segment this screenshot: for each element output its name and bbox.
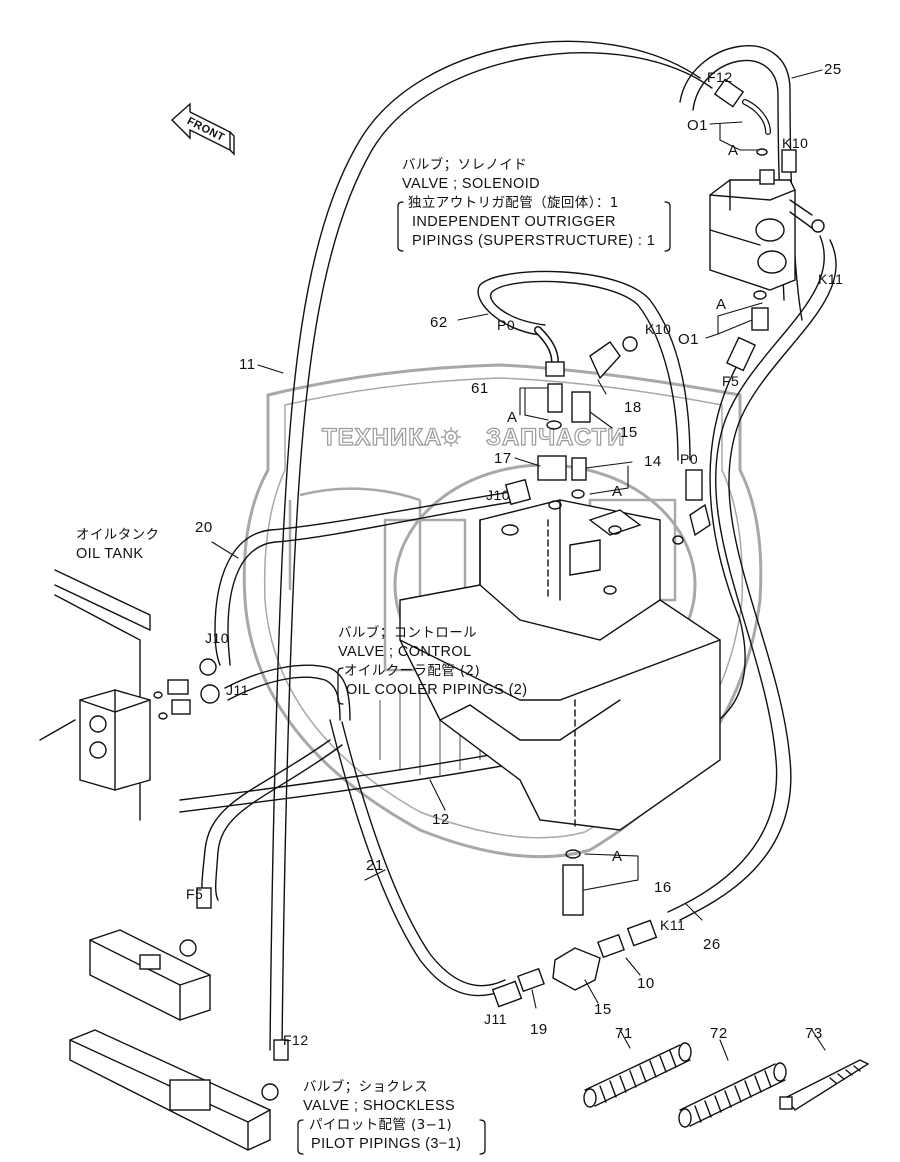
code-k10-mid: K10 (645, 321, 672, 337)
protector-71 (583, 1042, 692, 1108)
note-shockless-en-sub: PILOT PIPINGS (3−1) (311, 1136, 462, 1152)
note-oil-tank-en: OIL TANK (76, 546, 144, 562)
note-shockless-en-title: VALVE ; SHOCKLESS (303, 1098, 456, 1114)
part-number-26: 26 (703, 936, 721, 953)
part-number-21: 21 (366, 857, 384, 874)
code-j11-bottom: J11 (484, 1011, 508, 1027)
note-solenoid-en-title: VALVE ; SOLENOID (402, 176, 541, 192)
note-solenoid-en-sub1: INDEPENDENT OUTRIGGER (412, 214, 616, 230)
part-number-16: 16 (654, 879, 672, 896)
code-f12-bottom: F12 (283, 1032, 309, 1048)
note-shockless-jp-sub: パイロット配管 (3−1) (309, 1117, 453, 1133)
note-solenoid: バルブ；ソレノイド VALVE ; SOLENOID 独立アウトリガ配管（旋回体… (402, 156, 655, 251)
note-control-en-title: VALVE ; CONTROL (338, 644, 472, 660)
code-k11-bottom: K11 (660, 917, 686, 933)
seal-mark-a-solenoid: A (716, 296, 727, 313)
part-number-17: 17 (494, 450, 512, 467)
part-number-18: 18 (624, 399, 642, 416)
note-shockless-jp-title: バルブ；ショクレス (303, 1079, 429, 1095)
part-number-15-top: 15 (620, 424, 638, 441)
note-control-jp-title: バルブ；コントロール (338, 625, 477, 641)
part-number-14: 14 (644, 453, 662, 470)
part-number-62: 62 (430, 314, 448, 331)
part-number-15-bottom: 15 (594, 1001, 612, 1018)
seal-mark-a-top: A (728, 142, 739, 159)
solenoid-valve (709, 169, 825, 291)
note-oil-tank: オイルタンク OIL TANK (76, 526, 159, 564)
protector-72 (678, 1062, 787, 1128)
note-solenoid-en-sub2: PIPINGS (SUPERSTRUCTURE) : 1 (412, 233, 656, 249)
code-j11-left: J11 (226, 682, 250, 698)
part-number-o1-mid: O1 (678, 331, 700, 348)
code-p0-top: P0 (497, 317, 516, 333)
code-f12-top: F12 (707, 69, 733, 85)
watermark-text-left: ТЕХНИКА (321, 423, 443, 451)
seal-mark-a-control: A (612, 483, 623, 500)
part-number-12: 12 (432, 811, 450, 828)
part-number-10: 10 (637, 975, 655, 992)
part-number-20: 20 (195, 519, 213, 536)
seal-mark-a-bottom: A (612, 848, 623, 865)
code-j10-mid: J10 (486, 487, 511, 503)
note-shockless: バルブ；ショクレス VALVE ; SHOCKLESS パイロット配管 (3−1… (303, 1078, 461, 1154)
note-solenoid-jp-sub: 独立アウトリガ配管（旋回体）：1 (408, 195, 619, 211)
code-f5-left: F5 (186, 886, 204, 902)
part-number-71: 71 (615, 1025, 633, 1042)
part-number-o1-top: O1 (687, 117, 709, 134)
note-control: バルブ；コントロール VALVE ; CONTROL オイルクーラ配管 (2) … (338, 624, 528, 700)
code-k10-top: K10 (782, 135, 809, 151)
note-oil-tank-jp: オイルタンク (76, 527, 160, 543)
code-k11-top: K11 (818, 271, 844, 287)
control-valve (399, 499, 721, 831)
part-number-19: 19 (530, 1021, 548, 1038)
seal-mark-a-center: A (507, 409, 518, 426)
watermark-text-right: ЗАПЧАСТИ (485, 423, 626, 451)
part-number-61: 61 (471, 380, 489, 397)
note-control-jp-sub: オイルクーラ配管 (2) (344, 663, 481, 679)
part-number-73: 73 (805, 1025, 823, 1042)
cable-tie-73 (779, 1059, 870, 1111)
code-p0-right: P0 (680, 451, 699, 467)
part-number-11: 11 (239, 356, 256, 373)
front-arrow-icon (170, 102, 235, 156)
note-control-en-sub: OIL COOLER PIPINGS (2) (346, 682, 528, 698)
oil-tank (39, 569, 220, 821)
code-j10-left: J10 (205, 630, 230, 646)
code-f5-right: F5 (722, 373, 740, 389)
part-number-25: 25 (824, 61, 842, 78)
note-solenoid-jp-title: バルブ；ソレノイド (402, 157, 528, 173)
shockless-valve (69, 887, 289, 1151)
part-number-72: 72 (710, 1025, 728, 1042)
